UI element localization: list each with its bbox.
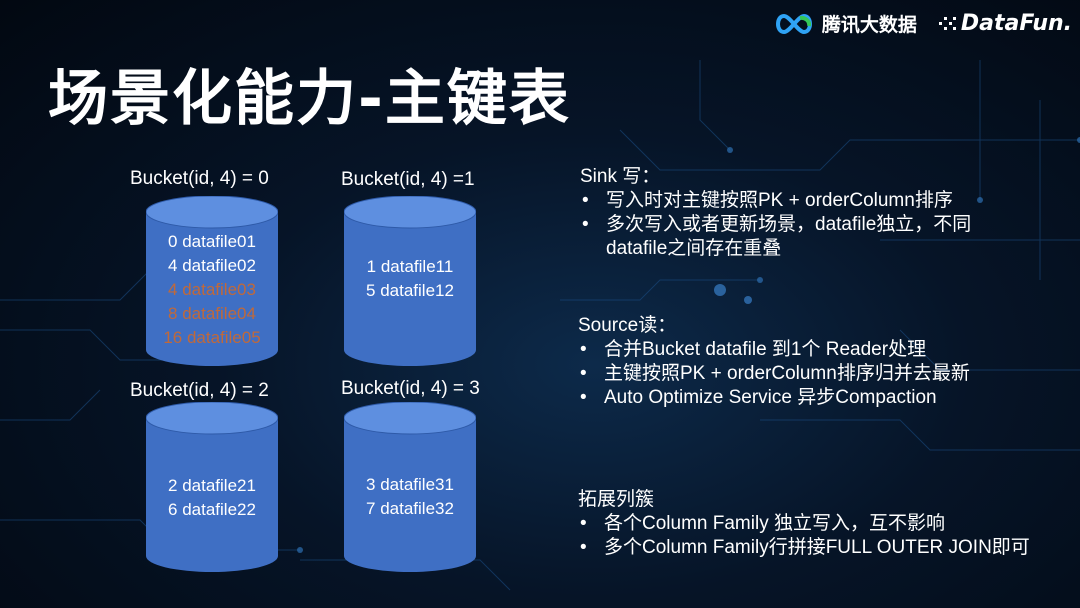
file-item: 3 datafile31	[366, 475, 454, 494]
tencent-logo-text: 腾讯大数据	[821, 14, 917, 36]
cylinder-shape	[344, 402, 476, 572]
file-item-overlap: 8 datafile04	[168, 304, 256, 323]
header-logos: 腾讯大数据 DataFun.	[772, 10, 1072, 37]
file-item: 7 datafile32	[366, 499, 454, 518]
list-item: 合并Bucket datafile 到1个 Reader处理	[578, 338, 998, 362]
bucket-file-list-2: 2 datafile21 6 datafile22	[146, 474, 278, 522]
datafun-logo-text: DataFun.	[960, 11, 1072, 36]
list-item: 写入时对主键按照PK + orderColumn排序	[580, 189, 1000, 213]
bucket-cylinder-0: 0 datafile01 4 datafile02 4 datafile03 8…	[146, 196, 278, 366]
file-item: 2 datafile21	[168, 476, 256, 495]
list-item: 多个Column Family行拼接FULL OUTER JOIN即可	[578, 536, 1073, 560]
sink-section: Sink 写： 写入时对主键按照PK + orderColumn排序 多次写入或…	[580, 165, 1000, 261]
source-list: 合并Bucket datafile 到1个 Reader处理 主键按照PK + …	[578, 338, 998, 410]
file-item: 4 datafile02	[168, 256, 256, 275]
bucket-cylinder-1: 1 datafile11 5 datafile12	[344, 196, 476, 366]
file-item: 1 datafile11	[366, 257, 454, 276]
column-family-section: 拓展列簇 各个Column Family 独立写入，互不影响 多个Column …	[578, 488, 1073, 560]
bucket-cylinder-3: 3 datafile31 7 datafile32	[344, 402, 476, 572]
list-item: 主键按照PK + orderColumn排序归并去最新	[578, 362, 998, 386]
sink-list: 写入时对主键按照PK + orderColumn排序 多次写入或者更新场景，da…	[580, 189, 1000, 261]
cylinder-shape	[344, 196, 476, 366]
cylinder-shape	[146, 196, 278, 366]
column-family-list: 各个Column Family 独立写入，互不影响 多个Column Famil…	[578, 512, 1073, 560]
bucket-file-list-1: 1 datafile11 5 datafile12	[344, 255, 476, 303]
bucket-label-3: Bucket(id, 4) = 3	[341, 378, 480, 399]
infinity-logo-icon	[775, 13, 812, 34]
file-item: 6 datafile22	[168, 500, 256, 519]
sink-heading: Sink 写：	[580, 166, 661, 187]
file-item: 0 datafile01	[168, 232, 256, 251]
tencent-bigdata-logo: 腾讯大数据	[772, 10, 917, 37]
datafun-dots-icon	[938, 16, 956, 30]
bucket-label-0: Bucket(id, 4) = 0	[130, 168, 269, 189]
bucket-label-2: Bucket(id, 4) = 2	[130, 380, 269, 401]
bucket-label-1: Bucket(id, 4) =1	[341, 169, 475, 190]
file-item-overlap: 16 datafile05	[163, 328, 261, 347]
source-heading: Source读：	[578, 315, 677, 336]
cylinder-shape	[146, 402, 278, 572]
list-item: 各个Column Family 独立写入，互不影响	[578, 512, 1073, 536]
bucket-file-list-0: 0 datafile01 4 datafile02 4 datafile03 8…	[146, 230, 278, 350]
datafun-logo: DataFun.	[938, 11, 1072, 36]
list-item: Auto Optimize Service 异步Compaction	[578, 386, 998, 410]
source-section: Source读： 合并Bucket datafile 到1个 Reader处理 …	[578, 314, 998, 410]
file-item: 5 datafile12	[366, 281, 454, 300]
bucket-cylinder-2: 2 datafile21 6 datafile22	[146, 402, 278, 572]
list-item: 多次写入或者更新场景，datafile独立，不同datafile之间存在重叠	[580, 213, 1000, 261]
file-item-overlap: 4 datafile03	[168, 280, 256, 299]
bucket-file-list-3: 3 datafile31 7 datafile32	[344, 473, 476, 521]
page-title: 场景化能力-主键表	[48, 64, 571, 134]
column-family-heading: 拓展列簇	[578, 489, 655, 510]
